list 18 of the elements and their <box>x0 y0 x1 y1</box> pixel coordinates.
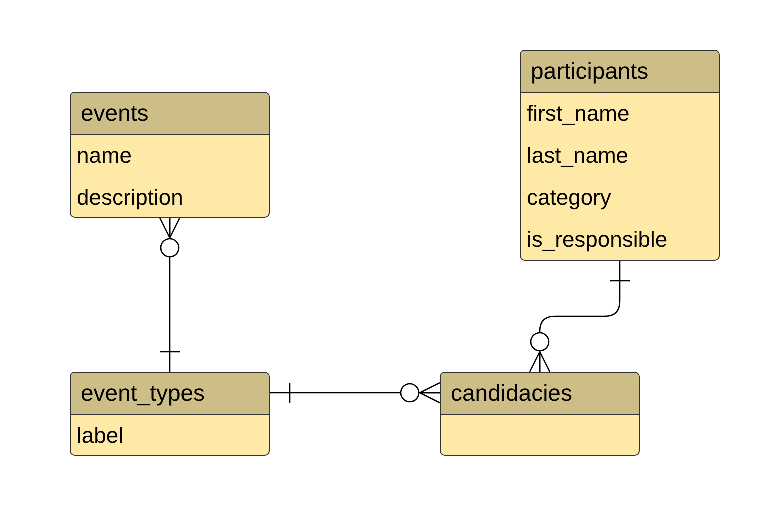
relationship-line <box>270 382 441 404</box>
entity-table <box>70 372 270 456</box>
entity-header: events <box>71 93 269 135</box>
relationship-line <box>529 261 631 373</box>
entity-header: candidacies <box>441 373 639 415</box>
attribute-text: name <box>76 142 134 170</box>
attribute-text: is_responsible <box>526 226 669 254</box>
entity-table <box>70 92 270 218</box>
entity-table <box>440 372 640 456</box>
entity-table <box>520 50 720 261</box>
relationship-line <box>159 217 181 372</box>
entity-header: participants <box>521 51 719 93</box>
attribute-text: category <box>526 184 612 212</box>
attribute-text: last_name <box>526 142 630 170</box>
attribute-text: description <box>76 184 184 212</box>
attribute-text: first_name <box>526 100 631 128</box>
entity-header: event_types <box>71 373 269 415</box>
attribute-text: label <box>76 422 124 450</box>
